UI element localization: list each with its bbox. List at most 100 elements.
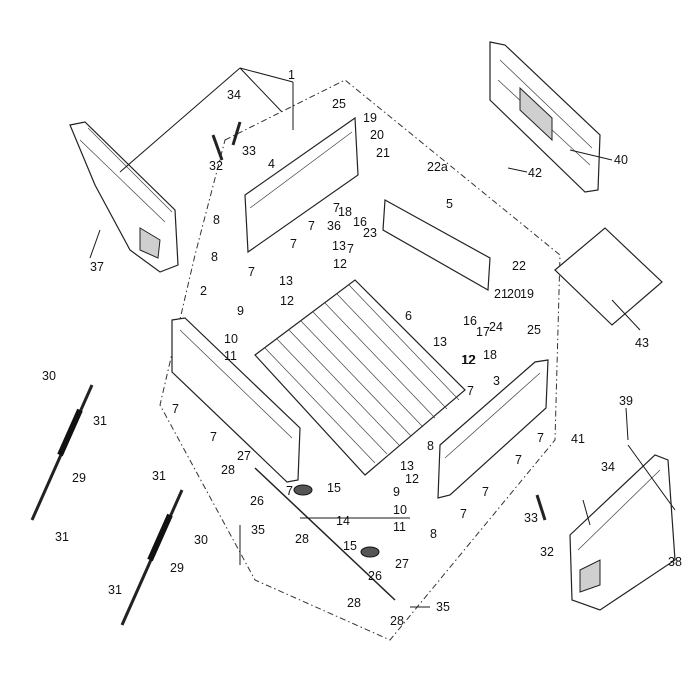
callout-42: 42 [528,166,542,180]
callout-28: 28 [347,596,361,610]
right-rear-fender [569,454,676,611]
callout-7: 7 [537,431,544,445]
callout-7: 7 [308,219,315,233]
callout-7: 7 [333,201,340,215]
callout-31: 31 [152,469,166,483]
callout-34: 34 [601,460,615,474]
callout-32: 32 [540,545,554,559]
callout-21: 21 [376,146,390,160]
callout-7: 7 [290,237,297,251]
callout-13: 13 [279,274,293,288]
callout-36: 36 [327,219,341,233]
callout-10: 10 [393,503,407,517]
callout-7: 7 [286,484,293,498]
callout-31: 31 [108,583,122,597]
callout-9: 9 [237,304,244,318]
callout-7: 7 [347,242,354,256]
callout-29: 29 [72,471,86,485]
callout-12: 12 [461,353,475,367]
callout-16: 16 [353,215,367,229]
callout-2: 2 [200,284,207,298]
callout-5: 5 [446,197,453,211]
callout-25: 25 [527,323,541,337]
callout-21: 21 [494,287,508,301]
callout-35: 35 [436,600,450,614]
callout-9: 9 [393,485,400,499]
callout-30: 30 [42,369,56,383]
callout-27: 27 [237,449,251,463]
callout-41: 41 [571,432,585,446]
callout-33: 33 [524,511,538,525]
callout-11: 11 [393,520,406,534]
callout-7: 7 [515,453,522,467]
callout-18: 18 [483,348,497,362]
left-side-panel [244,116,359,254]
callout-13: 13 [400,459,414,473]
callout-19: 19 [363,111,377,125]
callout-38: 38 [668,555,682,569]
callout-40: 40 [614,153,628,167]
callout-22: 22 [512,259,526,273]
callout-28: 28 [221,463,235,477]
callout-28: 28 [295,532,309,546]
callout-35: 35 [251,523,265,537]
callout-8: 8 [427,439,434,453]
callout-26: 26 [368,569,382,583]
callout-20: 20 [507,287,521,301]
callout-8: 8 [211,250,218,264]
rear-tailgate-panel [489,41,601,193]
callout-11: 11 [224,349,237,363]
callout-24: 24 [489,320,503,334]
callout-13: 13 [433,335,447,349]
callout-12: 12 [405,472,419,486]
callout-26: 26 [250,494,264,508]
callout-29: 29 [170,561,184,575]
callout-22a: 22a [427,160,448,174]
callout-7: 7 [460,507,467,521]
callout-14: 14 [336,514,350,528]
callout-32: 32 [209,159,223,173]
right-long-panel [437,359,549,499]
callout-8: 8 [213,213,220,227]
callout-3: 3 [493,374,500,388]
assembly-outline [159,79,561,641]
callout-18: 18 [338,205,352,219]
callout-31: 31 [93,414,107,428]
gas-strut-left-upper [30,384,94,521]
callout-7: 7 [248,265,255,279]
callout-labels: 1 2 3 4 5 6 7 7 7 7 7 7 7 7 7 7 7 7 7 8 … [42,68,682,628]
callout-31: 31 [55,530,69,544]
callout-17: 17 [476,325,490,339]
front-panel [382,199,491,291]
callout-7: 7 [482,485,489,499]
bolt-34-left [231,121,242,146]
callout-30: 30 [194,533,208,547]
latch-rod [254,467,396,601]
callout-13: 13 [332,239,346,253]
callout-19: 19 [520,287,534,301]
callout-15: 15 [327,481,341,495]
callout-8: 8 [430,527,437,541]
gas-strut-left-lower [120,489,184,626]
callout-1: 1 [288,68,295,82]
callout-39: 39 [619,394,633,408]
cargo-floor [254,279,466,476]
callout-33: 33 [242,144,256,158]
callout-23: 23 [363,226,377,240]
bolt-32-right [535,494,547,521]
callout-37: 37 [90,260,104,274]
callout-16: 16 [463,314,477,328]
callout-7: 7 [172,402,179,416]
callout-6: 6 [405,309,412,323]
callout-12: 12 [280,294,294,308]
callout-7: 7 [467,384,474,398]
callout-28: 28 [390,614,404,628]
callout-27: 27 [395,557,409,571]
callout-4: 4 [268,157,275,171]
callout-34: 34 [227,88,241,102]
bolt-32-left [211,134,224,161]
callout-12: 12 [462,353,476,367]
cargo-mat [554,227,663,326]
